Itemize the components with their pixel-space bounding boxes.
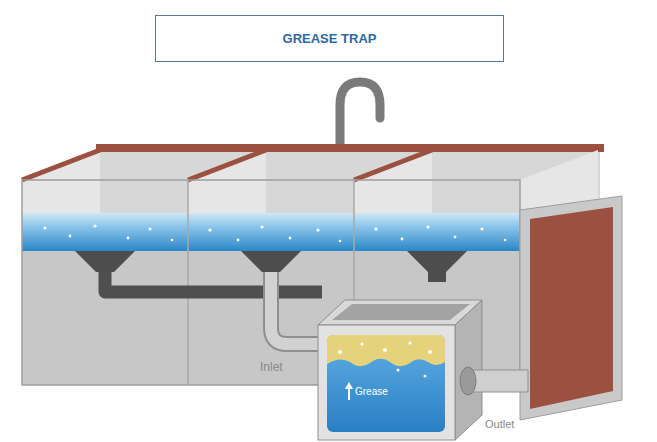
sink-back-wall: [100, 150, 600, 215]
sink-water: [22, 213, 520, 251]
drain-funnel: [75, 251, 135, 272]
sink-side-wall: [354, 150, 432, 215]
trap-bubbles: [338, 341, 432, 377]
inlet-label: Inlet: [260, 360, 283, 374]
grease-label: Grease: [355, 386, 388, 398]
grease-layer: [327, 335, 445, 366]
inlet-pipe-outline: [271, 272, 322, 344]
sink-side-wall: [188, 150, 266, 215]
trap-top: [318, 300, 482, 325]
drain-stub: [428, 272, 446, 282]
trap-lid: [332, 304, 470, 320]
inlet-pipe: [271, 272, 322, 344]
end-panel-face: [530, 207, 613, 409]
trap-water: [327, 335, 445, 432]
divider-rim: [188, 150, 266, 180]
divider-rim: [22, 150, 100, 180]
outlet-opening: [460, 367, 476, 395]
title-box: GREASE TRAP: [155, 15, 504, 62]
drain-funnel: [407, 251, 467, 272]
water-bubbles: [43, 224, 506, 242]
outlet-label: Outlet: [485, 418, 514, 431]
rise-arrowhead: [345, 382, 353, 389]
drain-funnel: [241, 251, 301, 272]
trap-front: [318, 325, 455, 440]
counter-rim: [96, 144, 604, 152]
outlet-pipe: [468, 370, 528, 392]
drain-pipe: [105, 272, 322, 292]
end-panel: [520, 196, 622, 420]
sink-side-wall: [22, 150, 100, 215]
divider-rim: [354, 150, 432, 180]
title-text: GREASE TRAP: [283, 31, 377, 46]
cabinet-divider: [187, 180, 189, 385]
rise-arrow: [348, 388, 350, 400]
